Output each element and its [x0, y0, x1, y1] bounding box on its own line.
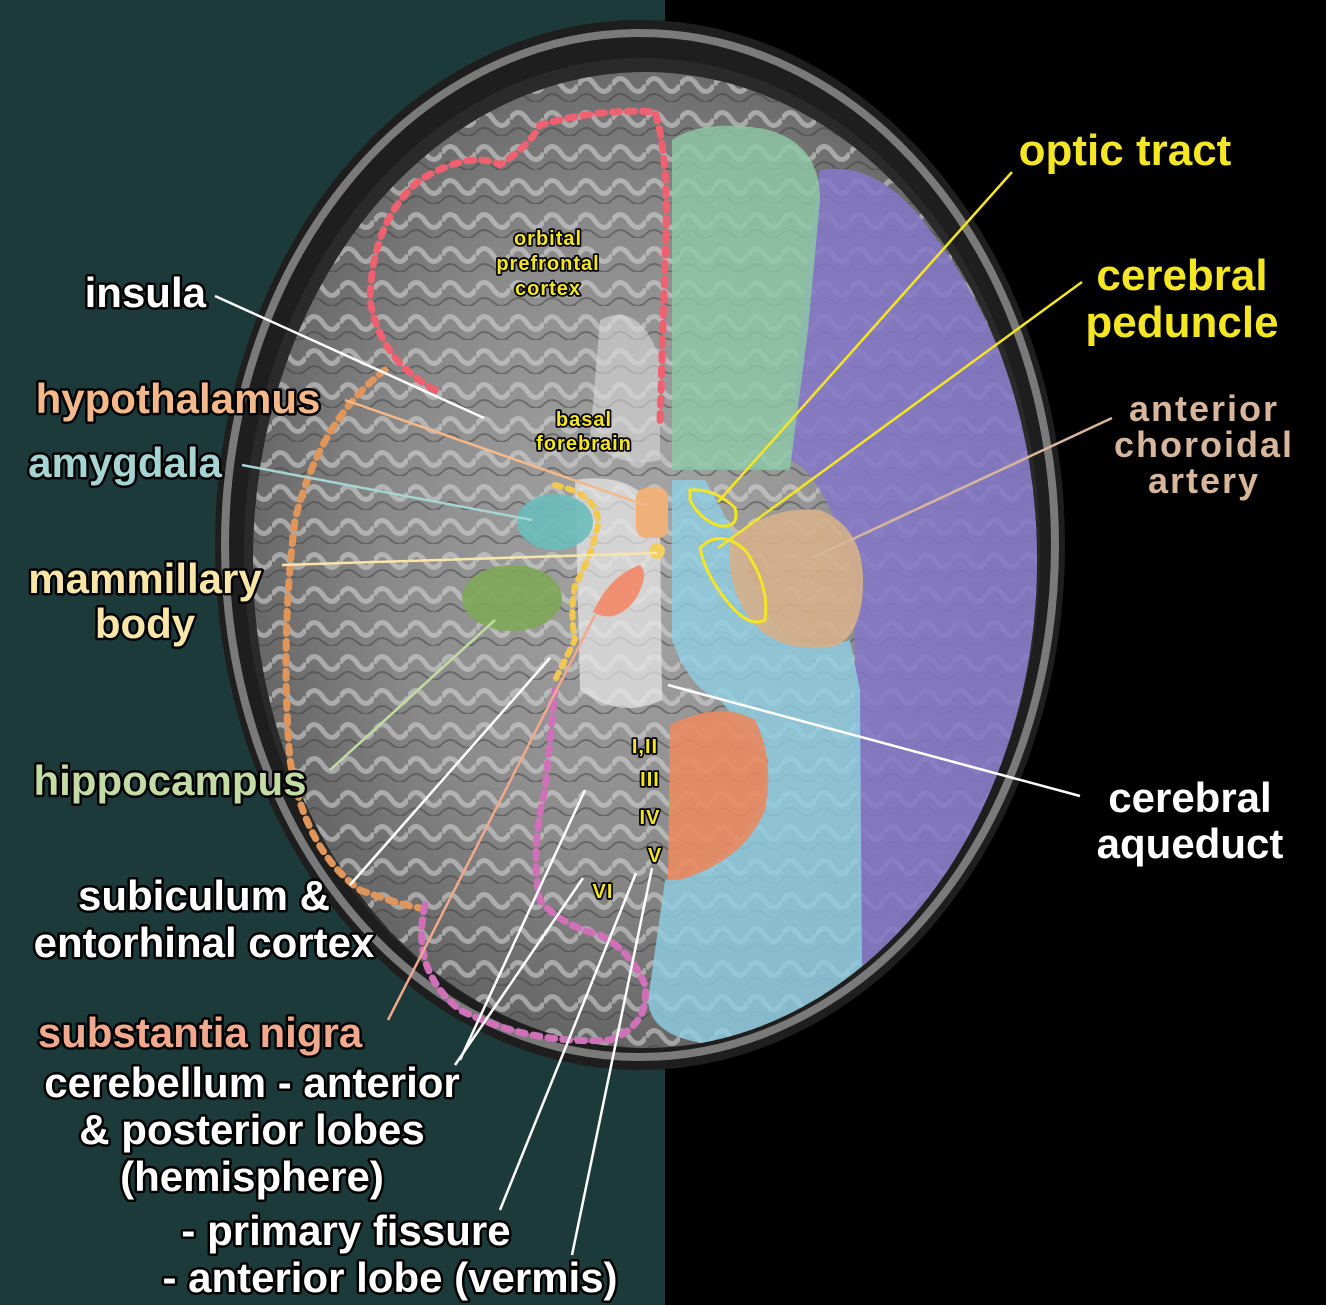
label-basal-2: forebrain	[536, 433, 632, 455]
label-lobule-1-2: I,II	[632, 736, 658, 758]
label-optic-tract: optic tract	[1019, 126, 1232, 175]
label-hypothalamus: hypothalamus	[36, 375, 321, 422]
label-cerebellum-2: & posterior lobes	[79, 1106, 424, 1153]
label-cerebral-aqueduct-1: cerebral	[1108, 774, 1271, 821]
region-amygdala	[517, 494, 593, 550]
label-lobule-6: VI	[593, 881, 614, 903]
label-lobule-4: IV	[640, 807, 661, 829]
label-anterior-choroidal-1: anterior	[1129, 388, 1279, 429]
label-cerebral-peduncle-1: cerebral	[1096, 251, 1267, 300]
label-cerebellum-1: cerebellum - anterior	[44, 1059, 459, 1106]
region-mammillary	[649, 543, 665, 559]
label-mammillary-1: mammillary	[28, 555, 262, 602]
label-anterior-lobe-vermis: - anterior lobe (vermis)	[162, 1254, 617, 1301]
label-orbital-1: orbital	[514, 228, 582, 250]
label-cerebral-aqueduct-2: aqueduct	[1097, 820, 1284, 867]
label-amygdala: amygdala	[28, 439, 222, 486]
region-hippocampus	[462, 565, 562, 631]
label-cerebral-peduncle-2: peduncle	[1085, 298, 1278, 347]
label-subiculum-1: subiculum &	[78, 872, 330, 919]
label-anterior-choroidal-2: choroidal	[1114, 424, 1294, 465]
label-hippocampus: hippocampus	[33, 757, 306, 804]
label-lobule-3: III	[640, 769, 660, 791]
label-insula: insula	[85, 269, 207, 316]
label-primary-fissure: - primary fissure	[181, 1207, 510, 1254]
label-basal-1: basal	[556, 409, 612, 431]
label-orbital-3: cortex	[515, 278, 581, 300]
label-orbital-2: prefrontal	[496, 253, 599, 275]
label-anterior-choroidal-3: artery	[1148, 460, 1260, 501]
label-subiculum-2: entorhinal cortex	[34, 919, 375, 966]
label-mammillary-2: body	[95, 600, 196, 647]
region-hypothalamus	[636, 488, 668, 538]
label-lobule-5: V	[648, 845, 662, 867]
label-cerebellum-3: (hemisphere)	[120, 1153, 384, 1200]
label-substantia-nigra: substantia nigra	[38, 1009, 363, 1056]
